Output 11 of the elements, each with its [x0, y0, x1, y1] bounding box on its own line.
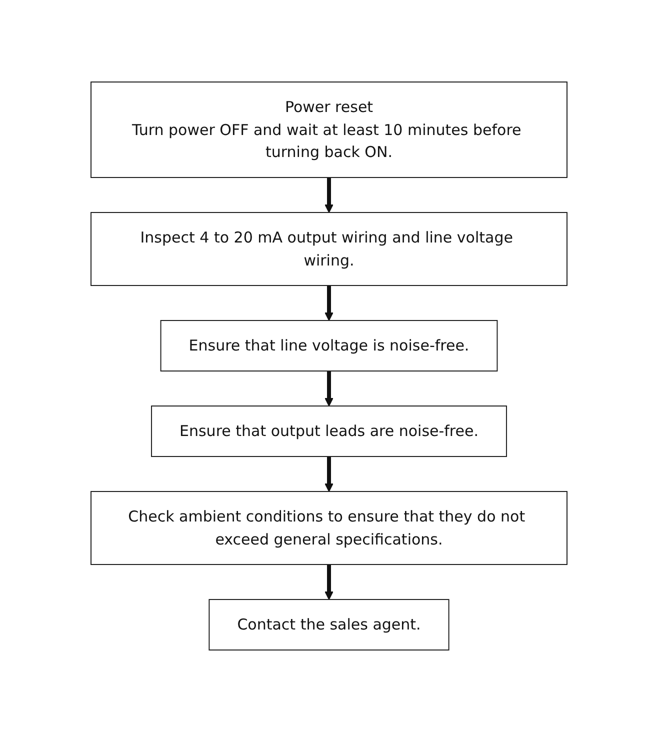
- node-box: Check ambient conditions to ensure that they do not exceed general specifications.: [90, 490, 567, 564]
- arrow: [324, 370, 333, 406]
- node-box: Ensure that line voltage is noise-free.: [160, 320, 498, 371]
- arrow: [324, 285, 333, 320]
- arrow: [324, 456, 333, 492]
- node-box: Inspect 4 to 20 mA output wiring and line voltage wiring.: [90, 212, 567, 286]
- node-box: Contact the sales agent.: [208, 598, 449, 650]
- node-box: Ensure that output leads are noise-free.: [150, 405, 506, 456]
- arrow: [324, 177, 333, 212]
- arrow: [324, 564, 333, 600]
- node-box: Power reset Turn power OFF and wait at least 10 minutes before turning back ON.: [90, 81, 567, 178]
